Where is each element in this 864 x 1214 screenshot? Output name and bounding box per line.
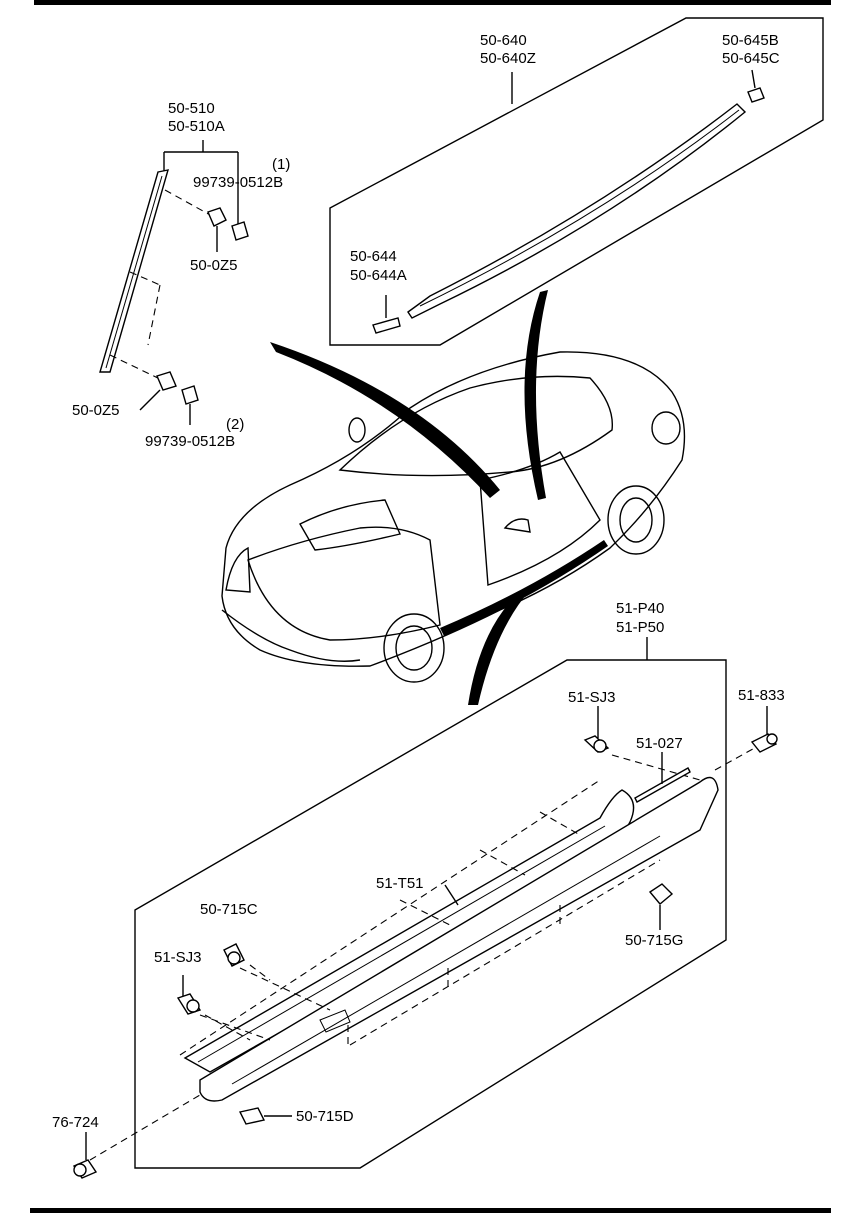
screw-upper [231, 221, 249, 241]
label-51-sj3-lower: 51-SJ3 [154, 949, 202, 966]
label-50-510: 50-510 [168, 100, 215, 117]
label-51-sj3-upper: 51-SJ3 [568, 689, 616, 706]
clip-lower [156, 371, 177, 391]
side-sill-garnish [183, 789, 635, 1073]
top-border [34, 0, 831, 5]
label-50-0z5-upper: 50-0Z5 [190, 257, 238, 274]
label-76-724: 76-724 [52, 1114, 99, 1131]
label-99739-2-num: (2) [226, 416, 244, 433]
rocker-molding-on-car [440, 540, 608, 636]
label-50-645b: 50-645B [722, 32, 779, 49]
panel-side-sill [134, 659, 727, 1169]
label-50-640: 50-640 [480, 32, 527, 49]
label-50-644a: 50-644A [350, 267, 407, 284]
label-99739-0512b-1: 99739-0512B [193, 174, 283, 191]
clip-50-715g [648, 883, 674, 905]
label-51-027: 51-027 [636, 735, 683, 752]
label-50-640z: 50-640Z [480, 50, 536, 67]
label-50-715d: 50-715D [296, 1108, 354, 1125]
clip-51-027 [634, 767, 691, 803]
screw-lower [181, 385, 199, 405]
panel-roof-molding [329, 17, 824, 346]
label-50-510a: 50-510A [168, 118, 225, 135]
label-50-644: 50-644 [350, 248, 397, 265]
vehicle-outline [221, 351, 686, 683]
label-99739-1-num: (1) [272, 156, 290, 173]
roof-molding-strip [407, 103, 747, 319]
label-51-p40: 51-P40 [616, 600, 664, 617]
molding-end-cap-rear [747, 87, 765, 103]
label-99739-0512b-2: 99739-0512B [145, 433, 235, 450]
side-sill-body [199, 776, 719, 1102]
molding-end-cap-front [372, 317, 401, 334]
clip-upper [207, 207, 227, 227]
label-50-715c: 50-715C [200, 901, 258, 918]
clip-50-715d [238, 1107, 266, 1125]
label-50-0z5-lower: 50-0Z5 [72, 402, 120, 419]
label-50-645c: 50-645C [722, 50, 780, 67]
leader-swoosh-pillar [270, 342, 500, 498]
bottom-border [30, 1208, 831, 1213]
label-51-t51: 51-T51 [376, 875, 424, 892]
label-50-715g: 50-715G [625, 932, 683, 949]
label-51-p50: 51-P50 [616, 619, 664, 636]
label-51-833: 51-833 [738, 687, 785, 704]
leader-swoosh-sill [468, 590, 530, 705]
leader-swoosh-roof [524, 290, 548, 500]
